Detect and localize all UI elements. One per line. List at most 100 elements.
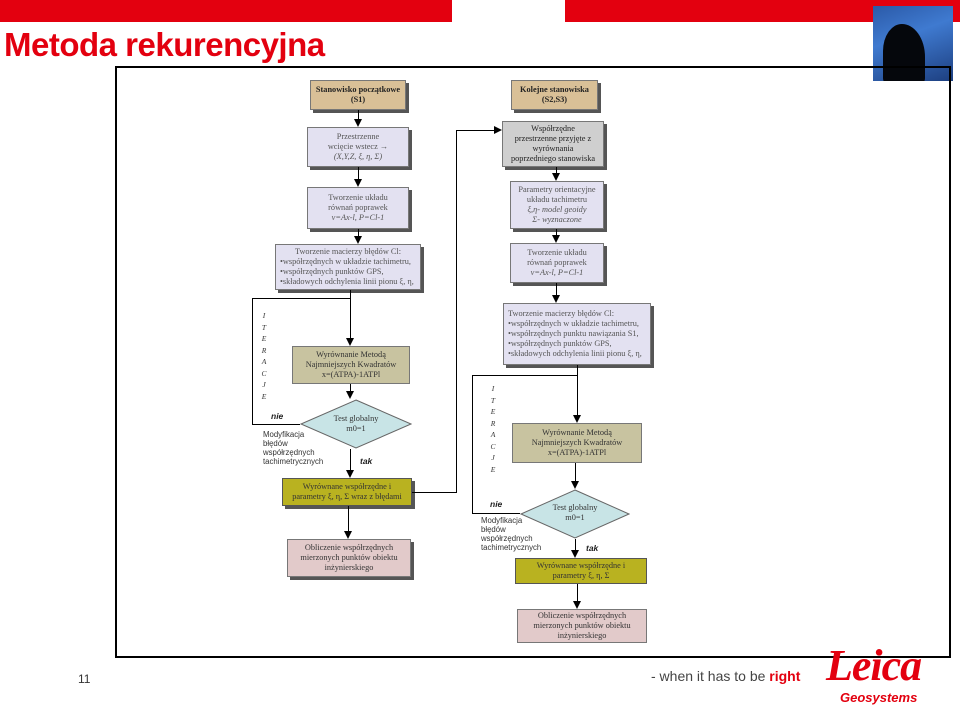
left-lsq-l1: Wyrównanie Metodą	[316, 350, 386, 359]
left-compute-l2: mierzonych punktów obiektu	[300, 553, 398, 562]
right-error-matrix-l4: •współrzędnych punktów GPS,	[508, 339, 612, 348]
left-loop-h-top	[252, 298, 350, 299]
right-compute-box: Obliczenie współrzędnych mierzonych punk…	[517, 609, 647, 643]
right-conn-6	[575, 539, 576, 551]
page-number: 11	[78, 672, 91, 686]
top-red-bar-left	[0, 0, 452, 22]
left-error-matrix-l3: •współrzędnych punktów GPS,	[280, 267, 384, 276]
right-equations-l2: równań poprawek	[527, 258, 587, 267]
left-equations-l1: Tworzenie układu	[328, 193, 388, 202]
left-conn-5	[350, 384, 351, 391]
right-mod-0: Modyfikacja	[481, 516, 523, 525]
left-iter-4: A	[261, 357, 267, 366]
left-adjusted-box: Wyrównane współrzędne i parametry ξ, η, …	[282, 478, 412, 506]
left-arrow-5	[346, 391, 354, 399]
right-arrow-7	[573, 601, 581, 609]
right-orientation-l1: Parametry orientacyjne	[518, 185, 596, 194]
right-conn-2	[556, 229, 557, 236]
left-global-test-diamond	[300, 399, 412, 449]
right-yes-label: tak	[586, 543, 599, 553]
cross-arrow-1	[494, 126, 502, 134]
leica-logo: Leica	[826, 641, 922, 690]
right-mod-3: tachimetrycznych	[481, 543, 542, 552]
right-iter-3: R	[490, 418, 496, 428]
right-test-l2: m0=1	[565, 513, 585, 522]
right-compute-l3: inżynierskiego	[557, 631, 607, 640]
right-loop-v	[472, 375, 473, 514]
left-iter-1: T	[261, 322, 267, 332]
right-lsq-l3: x=(ATPA)-1ATPl	[547, 448, 607, 457]
left-resection-box: Przestrzenne wcięcie wstecz → (X,Y,Z, ξ,…	[307, 127, 409, 167]
left-resection-l1: Przestrzenne	[336, 132, 380, 141]
right-inherited-l4: poprzedniego stanowiska	[510, 154, 596, 163]
left-lsq-l2: Najmniejszych Kwadratów	[305, 360, 397, 369]
top-red-bar-right	[565, 0, 960, 22]
right-arrow-3	[552, 295, 560, 303]
right-inherited-l1: Współrzędne	[531, 124, 575, 133]
right-iter-5: C	[490, 441, 496, 451]
left-arrow-6	[346, 470, 354, 478]
slogan-prefix: - when it has to be	[651, 668, 770, 684]
left-global-test-text: Test globalny m0=1	[300, 414, 412, 434]
right-iter-7: E	[490, 464, 496, 474]
left-conn-2	[358, 167, 359, 179]
right-start-text: Kolejne stanowiska (S2,S3)	[520, 85, 589, 104]
left-arrow-2	[354, 179, 362, 187]
right-loop-h-bottom	[472, 513, 520, 514]
right-loop-h-top	[472, 375, 577, 376]
slogan: - when it has to be right	[651, 668, 800, 684]
cross-conn-h2	[456, 130, 494, 131]
left-start-text: Stanowisko początkowe (S1)	[315, 85, 401, 104]
left-error-matrix-l1: Tworzenie macierzy błędów Cl:	[294, 247, 402, 256]
right-inherited-l2: przestrzenne przyjęte z	[514, 134, 592, 143]
left-modification-label: Modyfikacja błędów współrzędnych tachime…	[263, 430, 323, 466]
right-error-matrix-box: Tworzenie macierzy błędów Cl: •współrzęd…	[503, 303, 651, 365]
right-equations-l1: Tworzenie układu	[527, 248, 587, 257]
left-iter-0: I	[262, 311, 266, 320]
right-arrow-1	[552, 173, 560, 181]
right-mod-1: błędów	[481, 525, 506, 534]
page-title: Metoda rekurencyjna	[4, 26, 325, 63]
right-iter-0: I	[491, 384, 495, 393]
right-equations-l3: v=Ax-l, P=Cl-1	[530, 268, 584, 277]
right-conn-5	[575, 463, 576, 481]
right-lsq-l2: Najmniejszych Kwadratów	[531, 438, 623, 447]
left-iter-5: C	[261, 368, 267, 378]
left-start-box: Stanowisko początkowe (S1)	[310, 80, 406, 110]
left-mod-3: tachimetrycznych	[263, 457, 324, 466]
left-conn-3	[358, 229, 359, 236]
right-conn-3	[556, 283, 557, 295]
left-iteration-label: I T E R A C J E	[259, 310, 269, 402]
right-lsq-l1: Wyrównanie Metodą	[542, 428, 612, 437]
left-compute-box: Obliczenie współrzędnych mierzonych punk…	[287, 539, 411, 577]
right-arrow-6	[571, 550, 579, 558]
left-error-matrix-l4: •składowych odchylenia linii pionu ξ, η,	[280, 277, 414, 286]
left-mod-2: współrzędnych	[263, 448, 315, 457]
cross-conn-h1	[412, 492, 456, 493]
left-mod-1: błędów	[263, 439, 288, 448]
right-inherited-l3: wyrównania	[532, 144, 574, 153]
left-arrow-3	[354, 236, 362, 244]
right-error-matrix-l3: •współrzędnych punktu nawiązania S1,	[508, 329, 639, 338]
right-global-test-text: Test globalny m0=1	[520, 503, 630, 523]
left-compute-l1: Obliczenie współrzędnych	[304, 543, 394, 552]
right-iter-1: T	[490, 395, 496, 405]
right-modification-label: Modyfikacja błędów współrzędnych tachime…	[481, 516, 541, 552]
right-error-matrix-l2: •współrzędnych w układzie tachimetru,	[508, 319, 640, 328]
left-yes-label: tak	[360, 456, 373, 466]
right-start-box: Kolejne stanowiska (S2,S3)	[511, 80, 598, 110]
left-adjusted-l1: Wyrównane współrzędne i	[302, 482, 392, 491]
left-conn-6	[350, 449, 351, 470]
right-arrow-4	[573, 415, 581, 423]
left-conn-4	[350, 290, 351, 338]
right-arrow-5	[571, 481, 579, 489]
left-resection-l2: wcięcie wstecz →	[327, 142, 389, 151]
right-iteration-label: I T E R A C J E	[488, 383, 498, 475]
left-conn-1	[358, 110, 359, 119]
left-loop-h-bottom	[252, 424, 300, 425]
left-adjusted-l2: parametry ξ, η, Σ wraz z błędami	[292, 492, 402, 501]
right-error-matrix-l1: Tworzenie macierzy błędów Cl:	[508, 309, 615, 318]
right-equations-box: Tworzenie układu równań poprawek v=Ax-l,…	[510, 243, 604, 283]
left-iter-3: R	[261, 345, 267, 355]
right-iter-2: E	[490, 407, 496, 416]
